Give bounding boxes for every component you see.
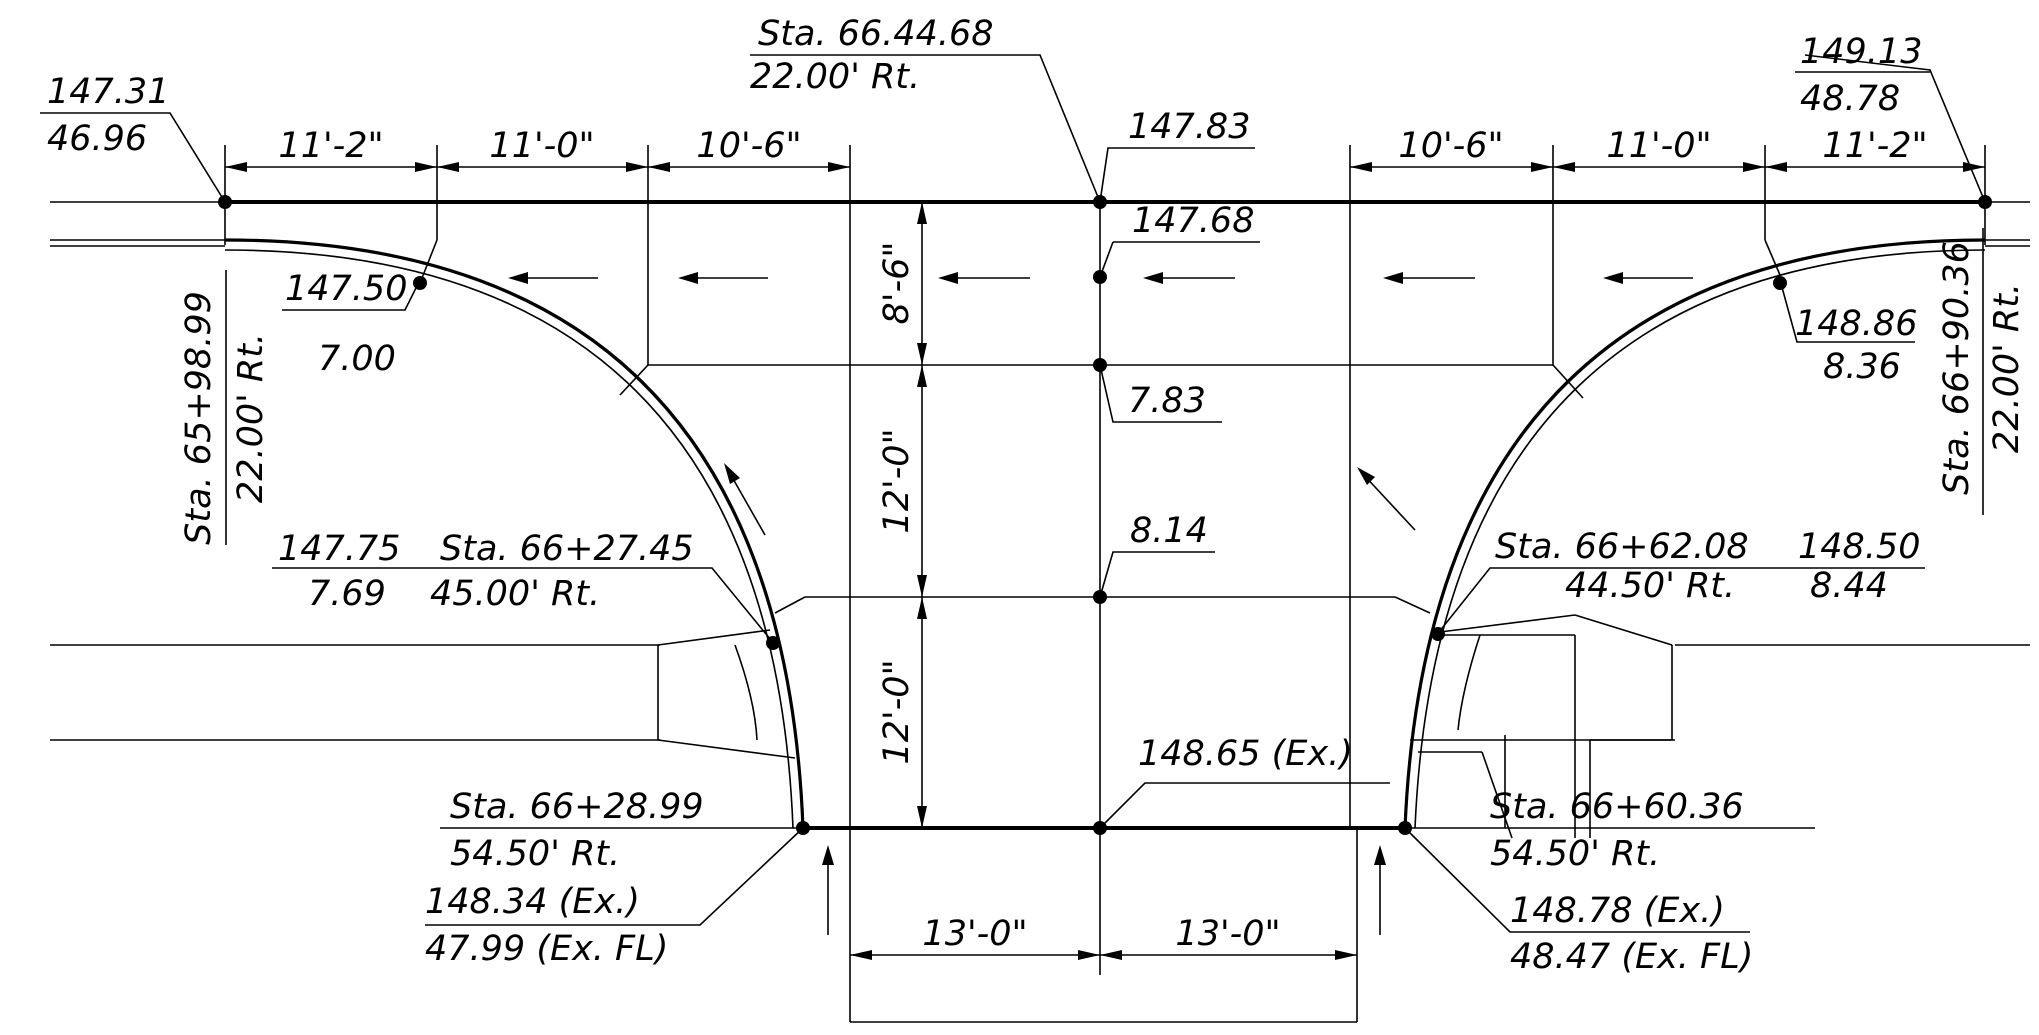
r-sta-66-60-36: Sta. 66+60.36 bbox=[1490, 787, 1744, 827]
r-elev-8-44: 8.44 bbox=[1810, 566, 1888, 606]
l-sta-66-28-99-offset: 54.50' Rt. bbox=[450, 834, 620, 874]
r-vert-sta-label: Sta. 66+90.36 bbox=[1937, 241, 1977, 495]
r-elev-8-36: 8.36 bbox=[1823, 347, 1901, 387]
l-elev-147-50: 147.50 bbox=[285, 269, 407, 309]
dim-top-right-2: 11'-0" bbox=[1606, 126, 1711, 166]
l-sta-66-27-45: Sta. 66+27.45 bbox=[440, 529, 694, 569]
l-elev-7-69: 7.69 bbox=[308, 574, 386, 614]
ctr-elev-147-83: 147.83 bbox=[1128, 107, 1250, 147]
r-elev-48-47: 48.47 (Ex. FL) bbox=[1510, 937, 1753, 977]
ctr-elev-8-14: 8.14 bbox=[1130, 511, 1208, 551]
l-sta-66-27-45-offset: 45.00' Rt. bbox=[430, 574, 600, 614]
dim-top-right-3: 11'-2" bbox=[1822, 126, 1927, 166]
l-elev-7-00: 7.00 bbox=[318, 339, 396, 379]
dimension-labels: 11'-2" 11'-0" 10'-6" 10'-6" 11'-0" 11'-2… bbox=[278, 126, 1927, 954]
dim-top-left-2: 11'-0" bbox=[489, 126, 594, 166]
ctr-elev-7-83: 7.83 bbox=[1128, 381, 1206, 421]
dim-vert-3: 12'-0" bbox=[877, 659, 917, 764]
curb-returns bbox=[224, 238, 1986, 829]
l-elev-47-99: 47.99 (Ex. FL) bbox=[425, 929, 668, 969]
dim-bottom-1: 13'-0" bbox=[922, 914, 1027, 954]
flow-arrows bbox=[508, 272, 1693, 935]
r-sta-66-62-08-offset: 44.50' Rt. bbox=[1565, 566, 1735, 606]
r-elev-148-86: 148.86 bbox=[1795, 304, 1917, 344]
tl-elev-label: 147.31 bbox=[47, 72, 169, 112]
tr-elev-label: 149.13 bbox=[1800, 32, 1922, 72]
dim-vert-2: 12'-0" bbox=[877, 428, 917, 533]
grade-break-lines bbox=[421, 202, 1781, 1023]
r-elev-148-50: 148.50 bbox=[1798, 527, 1920, 567]
sta-top-label: Sta. 66.44.68 bbox=[758, 14, 994, 54]
l-vert-sta-label: Sta. 65+98.99 bbox=[179, 291, 219, 545]
dim-bottom-2: 13'-0" bbox=[1175, 914, 1280, 954]
r-sta-66-62-08: Sta. 66+62.08 bbox=[1495, 527, 1749, 567]
r-elev-148-78: 148.78 (Ex.) bbox=[1510, 891, 1725, 931]
r-vert-offset-label: 22.00' Rt. bbox=[1987, 283, 2027, 453]
ctr-elev-147-68: 147.68 bbox=[1132, 201, 1254, 241]
tr-elev-sub-label: 48.78 bbox=[1800, 79, 1900, 119]
dimension-lines bbox=[224, 145, 1986, 960]
ctr-elev-148-65: 148.65 (Ex.) bbox=[1138, 734, 1353, 774]
dim-top-left-1: 11'-2" bbox=[278, 126, 383, 166]
l-elev-147-75: 147.75 bbox=[278, 529, 400, 569]
dim-vert-1: 8'-6" bbox=[877, 242, 917, 325]
r-sta-66-60-36-offset: 54.50' Rt. bbox=[1490, 834, 1660, 874]
leader-lines bbox=[40, 54, 1986, 933]
l-sta-66-28-99: Sta. 66+28.99 bbox=[450, 787, 704, 827]
l-elev-148-34: 148.34 (Ex.) bbox=[425, 882, 640, 922]
sta-top-offset-label: 22.00' Rt. bbox=[750, 57, 920, 97]
annotation-labels: Sta. 66.44.68 22.00' Rt. 147.31 46.96 14… bbox=[47, 14, 2027, 977]
tl-elev-sub-label: 46.96 bbox=[47, 119, 147, 159]
dim-top-left-3: 10'-6" bbox=[696, 126, 801, 166]
dim-top-right-1: 10'-6" bbox=[1398, 126, 1503, 166]
elevation-points bbox=[218, 195, 1992, 835]
l-vert-offset-label: 22.00' Rt. bbox=[231, 333, 271, 503]
